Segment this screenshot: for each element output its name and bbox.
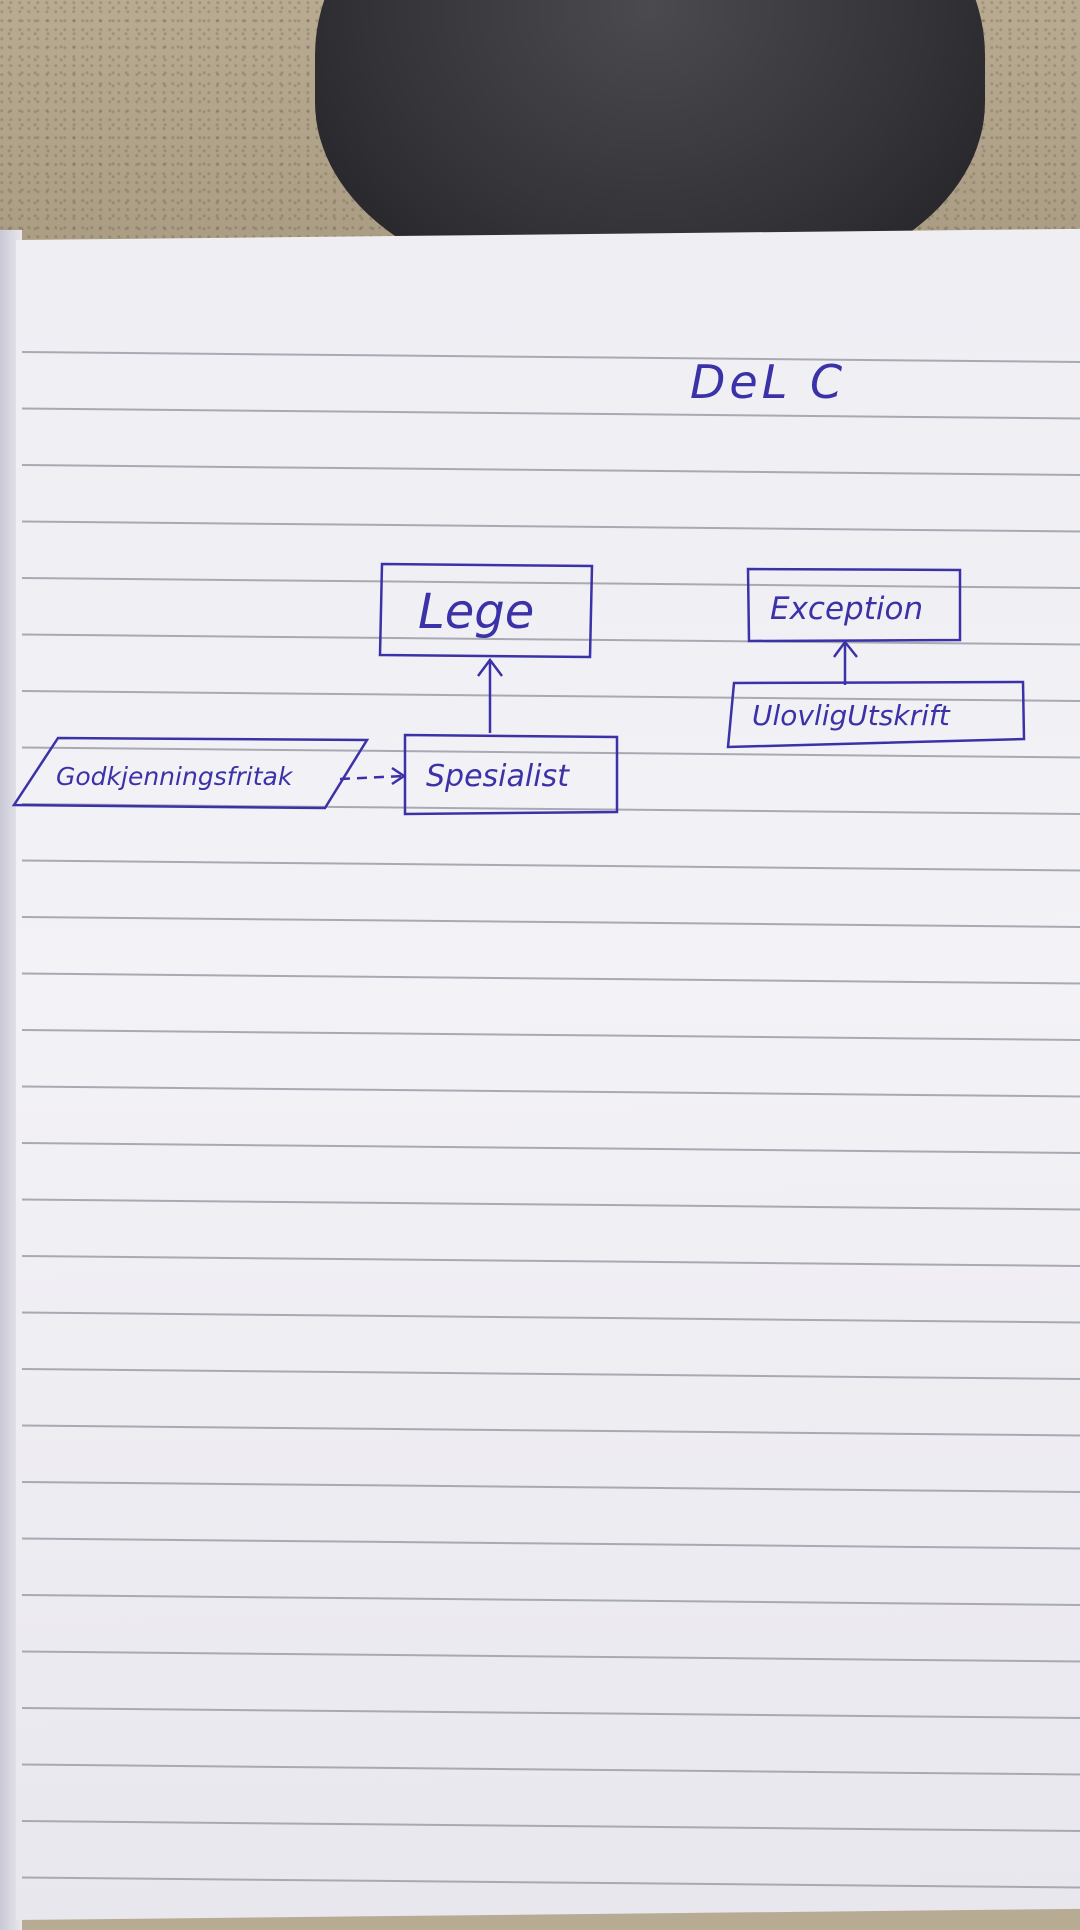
ruled-line xyxy=(21,1311,1080,1324)
ruled-lines xyxy=(21,351,1080,1889)
ruled-line xyxy=(21,407,1080,420)
ruled-line xyxy=(21,972,1080,985)
page-title: DeL C xyxy=(690,355,846,409)
godkjenningsfritak-label: Godkjenningsfritak xyxy=(56,762,294,791)
ruled-line xyxy=(21,1820,1080,1832)
ruled-line xyxy=(21,1707,1080,1719)
ruled-line xyxy=(21,1650,1080,1663)
ruled-line xyxy=(21,1424,1080,1437)
ruled-line xyxy=(21,1537,1080,1550)
ruled-line xyxy=(21,520,1080,533)
lege-label: Lege xyxy=(418,584,534,640)
arrowhead-exception xyxy=(832,639,858,658)
exception-label: Exception xyxy=(770,591,923,627)
ruled-line xyxy=(21,1481,1080,1493)
ulovligutskrift-label: UlovligUtskrift xyxy=(752,699,951,732)
spesialist-box xyxy=(403,733,619,816)
ruled-line xyxy=(21,633,1080,646)
ruled-line xyxy=(21,1142,1080,1154)
arrowhead-spesialist xyxy=(391,766,407,786)
ulovligutskrift-box xyxy=(726,680,1026,749)
ruled-line xyxy=(21,1763,1080,1776)
ruled-line xyxy=(21,1085,1080,1098)
ruled-line xyxy=(21,1029,1080,1041)
ruled-line xyxy=(21,351,1080,363)
ruled-line xyxy=(21,577,1080,589)
ruled-line xyxy=(21,1255,1080,1267)
arrowhead-lege xyxy=(477,657,503,677)
ruled-line xyxy=(21,1198,1080,1211)
ruled-line xyxy=(21,916,1080,928)
exception-box xyxy=(746,567,962,643)
godkjenningsfritak-box xyxy=(11,736,370,810)
dashed-arrow-godkjenningsfritak-spesialist xyxy=(339,774,404,781)
lege-box xyxy=(378,562,594,659)
ruled-line xyxy=(21,1594,1080,1606)
ruled-line xyxy=(21,1876,1080,1889)
spesialist-label: Spesialist xyxy=(426,759,570,794)
ruled-line xyxy=(21,464,1080,476)
ruled-line xyxy=(21,690,1080,702)
ruled-line xyxy=(21,746,1080,759)
ruled-line xyxy=(21,1368,1080,1380)
ruled-line xyxy=(21,859,1080,872)
